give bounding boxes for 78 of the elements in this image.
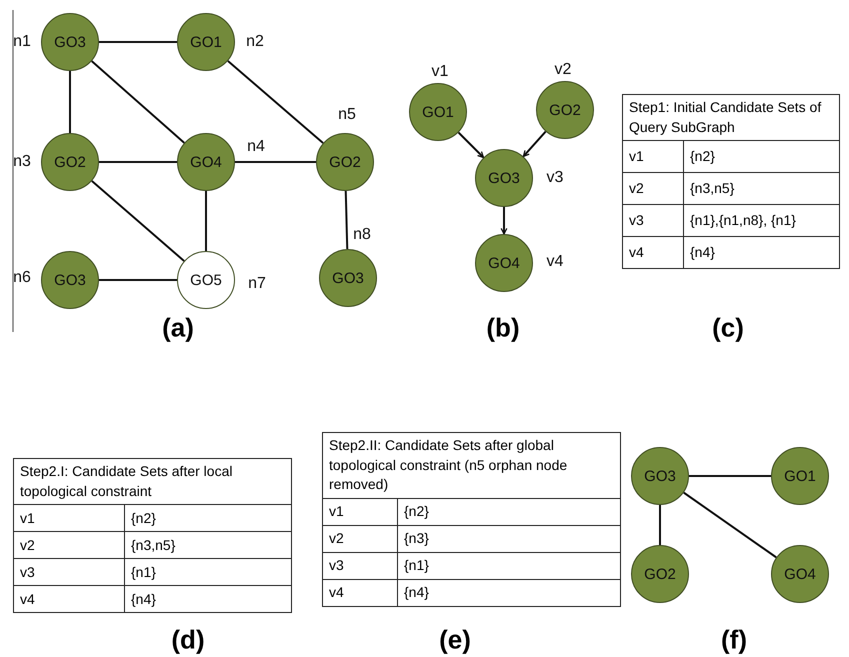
node-label: GO3 [54, 272, 86, 288]
table-cell: {n2} [124, 504, 292, 532]
arrow [522, 130, 546, 158]
table-cell: v4 [14, 586, 124, 613]
edge-line [99, 279, 177, 281]
table-cell: {n4} [398, 579, 620, 606]
edge-line [344, 190, 348, 250]
node-label: GO1 [422, 104, 454, 120]
edge-line [227, 60, 324, 144]
arrow [500, 207, 508, 235]
node-label: GO2 [549, 102, 581, 118]
node-id-label: n8 [353, 226, 371, 244]
node-id-label: v2 [554, 61, 572, 79]
table-cell: {n4} [684, 236, 840, 269]
table-header: Step1: Initial Candidate Sets of Query SubGraph [622, 94, 840, 141]
panel-letter: (f) [721, 624, 747, 656]
node-label: GO3 [54, 34, 86, 50]
node-id-label: v3 [546, 169, 564, 187]
table-cell: v1 [322, 498, 398, 526]
edge-line [235, 161, 316, 163]
table-cell: {n1} [398, 552, 620, 580]
edge-line [69, 71, 71, 133]
table-cell: {n2} [684, 140, 840, 173]
node-id-label: v1 [432, 63, 448, 81]
node-id-label: n7 [248, 275, 266, 293]
panel-letter: (b) [486, 312, 520, 344]
node-id-label: v4 [546, 253, 564, 271]
edge-line [99, 41, 177, 43]
table-cell: {n3,n5} [124, 532, 292, 559]
node-label: GO3 [332, 270, 364, 286]
table-header: Step2.I: Candidate Sets after local topological constraint [14, 458, 292, 505]
panel-letter: (d) [171, 624, 205, 656]
node-label: GO3 [488, 170, 520, 186]
edge-line [91, 60, 185, 144]
node-id-label: n1 [13, 33, 31, 51]
node-label: GO3 [644, 468, 676, 484]
table-cell: {n4} [124, 586, 292, 613]
table-cell: v3 [14, 558, 124, 586]
table-cell: v4 [322, 579, 398, 606]
panel-letter: (c) [712, 312, 744, 344]
node-id-label: n5 [338, 106, 356, 124]
node-id-label: n2 [246, 33, 264, 51]
table-cell: {n1} [124, 558, 292, 586]
table-cell: v2 [322, 525, 398, 552]
edge-line [683, 492, 777, 558]
table-cell: v2 [14, 532, 124, 559]
table-cell: v4 [622, 236, 684, 269]
panel-letter: (a) [162, 312, 194, 344]
table-cell: v2 [622, 172, 684, 205]
node-id-label: n6 [13, 269, 31, 287]
node-label: GO5 [190, 272, 222, 288]
arrow [458, 132, 484, 158]
node-label: GO4 [488, 254, 520, 272]
table-cell: {n2} [398, 498, 620, 526]
edge-line [91, 180, 185, 262]
node-label: GO2 [329, 154, 361, 170]
edge-line [205, 191, 207, 251]
table-cell: v1 [14, 504, 124, 532]
panel-letter: (e) [439, 624, 471, 656]
node-circle [475, 149, 533, 207]
node-id-label: n3 [13, 153, 31, 171]
node-label: GO1 [784, 468, 816, 484]
table-cell: v3 [322, 552, 398, 580]
node-label: GO2 [54, 154, 86, 170]
edge-line [99, 161, 177, 163]
edge-line [659, 505, 661, 545]
table-cell: {n3} [398, 525, 620, 552]
node-label: GO2 [644, 566, 676, 582]
node-label: GO4 [190, 154, 222, 170]
table-cell: {n1},{n1,n8}, {n1} [684, 204, 840, 237]
table-cell: {n3,n5} [684, 172, 840, 205]
edge-line [689, 475, 771, 477]
table-cell: v1 [622, 140, 684, 173]
table-cell: v3 [622, 204, 684, 237]
node-label: GO4 [784, 566, 816, 582]
node-id-label: n4 [247, 138, 265, 156]
table-header: Step2.II: Candidate Sets after global topological constraint (n5 orphan node removed) [322, 432, 620, 498]
node-label: GO1 [190, 34, 222, 50]
